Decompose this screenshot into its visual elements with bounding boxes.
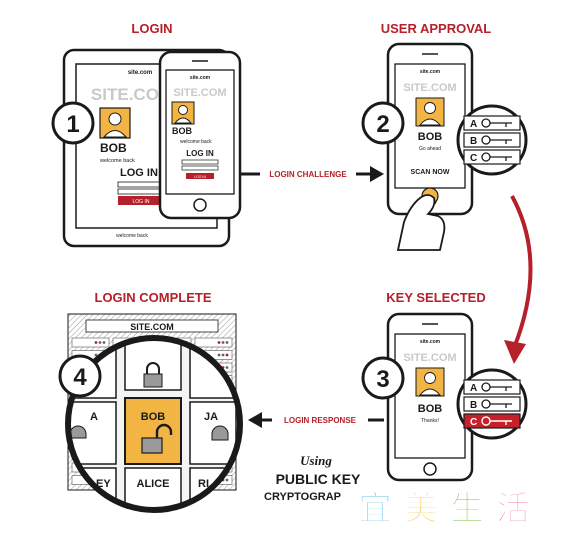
grid-right-partial: JA [204, 411, 218, 423]
curved-transition-arrow [504, 195, 533, 364]
phone-login-heading: LOG IN [186, 149, 214, 158]
selected-thanks: Thanks! [421, 418, 439, 424]
key-c-label-selected: C [470, 417, 477, 428]
tablet-welcome: welcome back [99, 158, 135, 164]
caption-using: Using [300, 453, 332, 468]
grid-user-alice [124, 467, 182, 510]
phone-password-field [181, 165, 219, 171]
step-number-1: 1 [51, 101, 95, 145]
approval-scan-now: SCAN NOW [411, 169, 450, 176]
grid-mini-row [194, 337, 233, 348]
key-a-label: A [470, 119, 477, 130]
grid-status-dot [94, 341, 98, 344]
caption: Using PUBLIC KEY CRYPTOGRAP [264, 453, 361, 503]
login-response-label: LOGIN RESPONSE [284, 416, 357, 425]
grid-bob-label: BOB [141, 411, 166, 423]
phone-username-field [181, 159, 219, 165]
grid-site-title: SITE.COM [130, 322, 174, 332]
unlocked-icon [141, 423, 173, 454]
step-number-3: 3 [361, 356, 405, 400]
tablet-login-button [118, 196, 164, 205]
tablet-site-url: site.com [128, 70, 152, 76]
selected-user-name: BOB [418, 403, 443, 415]
key-selector-selected: A B C [456, 368, 528, 440]
key-selector-approval: A B C [456, 104, 528, 176]
grid-mini-row [71, 337, 110, 348]
svg-text:3: 3 [376, 366, 389, 393]
grid-status-dot [98, 341, 102, 344]
approval-user-name: BOB [418, 131, 443, 143]
tablet-user-name: BOB [100, 141, 127, 155]
title-login-complete: LOGIN COMPLETE [95, 290, 212, 305]
grid-status-dot [94, 353, 98, 357]
svg-text:活: 活 [496, 489, 530, 529]
tablet-welcome-footer: welcome back [116, 233, 148, 239]
login-challenge-arrow: LOGIN CHALLENGE [240, 166, 384, 182]
watermark: 宜 美 生 活 [358, 489, 531, 530]
finger-icon [396, 187, 446, 251]
grid-status-dot [102, 341, 106, 344]
tablet-username-field [117, 181, 165, 188]
caption-cryptography: CRYPTOGRAP [264, 491, 341, 503]
left-lock-icon [69, 425, 87, 439]
phone-login-button-label: LOG IN [194, 175, 206, 179]
phone-site-logo: SITE.COM [173, 87, 226, 99]
svg-text:2: 2 [376, 111, 389, 138]
key-b-label: B [470, 136, 477, 147]
approval-site-url: site.com [420, 69, 441, 75]
key-c-label: C [470, 153, 477, 164]
grid-status-dot [217, 353, 221, 357]
grid-left-partial: A [90, 411, 98, 423]
grid-alice-label: ALICE [137, 478, 170, 490]
right-lock-icon [211, 425, 229, 441]
phone-site-url: site.com [190, 75, 211, 81]
step-number-2: 2 [361, 101, 405, 145]
login-response-arrow: LOGIN RESPONSE [248, 412, 384, 428]
tablet-site-logo: SITE.COM [91, 85, 173, 104]
grid-status-dot [225, 341, 229, 344]
grid-status-dot [225, 478, 229, 482]
selected-site-url: site.com [420, 339, 441, 345]
key-selected-phone: site.com SITE.COM BOB Thanks! [386, 312, 474, 482]
svg-text:生: 生 [450, 489, 484, 529]
svg-text:美: 美 [404, 489, 438, 529]
phone-home-button [193, 198, 207, 212]
selected-site-logo: SITE.COM [403, 352, 456, 364]
tablet-login-heading: LOG IN [120, 167, 158, 179]
grid-status-dot [225, 366, 229, 369]
phone-login-button [186, 173, 214, 179]
tablet-password-field [117, 188, 165, 195]
approval-site-logo: SITE.COM [403, 82, 456, 94]
grid-status-dot [225, 353, 229, 357]
svg-text:1: 1 [66, 111, 79, 138]
grid-status-dot [221, 353, 225, 357]
svg-text:宜: 宜 [358, 489, 392, 529]
grid-bottom-right-partial: RI [198, 478, 209, 490]
caption-public-key: PUBLIC KEY [276, 471, 361, 487]
title-user-approval: USER APPROVAL [381, 21, 492, 36]
phone-welcome: welcome back [180, 139, 212, 145]
tablet-login-button-label: LOG IN [133, 199, 150, 205]
login-challenge-label: LOGIN CHALLENGE [269, 170, 347, 179]
grid-status-dot [221, 341, 225, 344]
login-phone: site.com SITE.COM BOB welcome back LOG I… [158, 50, 242, 220]
approval-go-ahead: Go ahead [419, 146, 441, 152]
svg-text:4: 4 [73, 364, 87, 391]
grid-status-dot [217, 341, 221, 344]
grid-user-bob [124, 397, 182, 465]
phone-user-name: BOB [172, 126, 193, 136]
title-login: LOGIN [131, 21, 172, 36]
title-key-selected: KEY SELECTED [386, 290, 485, 305]
key-a-label-selected: A [470, 383, 477, 394]
key-b-label-selected: B [470, 400, 477, 411]
locked-icon [143, 362, 163, 388]
step-number-4: 4 [58, 354, 102, 398]
